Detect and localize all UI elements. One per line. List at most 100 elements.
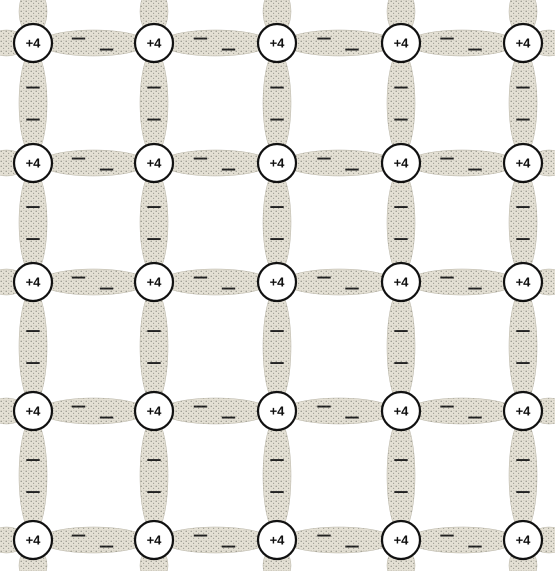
valence-electron-minus: — (317, 149, 332, 167)
silicon-atom: +4 (382, 521, 420, 559)
silicon-atom: +4 (258, 521, 296, 559)
covalent-bond-vertical (263, 170, 291, 275)
silicon-atom: +4 (14, 144, 52, 182)
silicon-atom: +4 (258, 24, 296, 62)
atom-charge-label: +4 (26, 274, 42, 289)
valence-electron-minus: — (270, 110, 285, 128)
valence-electron-minus: — (221, 279, 236, 297)
valence-electron-minus: — (270, 450, 285, 468)
valence-electron-minus: — (193, 397, 208, 415)
covalent-bond-vertical (19, 170, 47, 275)
covalent-bond-horizontal (408, 150, 516, 176)
covalent-bond-vertical (19, 289, 47, 404)
atom-charge-label: +4 (394, 532, 410, 547)
covalent-bond-vertical (387, 170, 415, 275)
valence-electron-minus: — (99, 537, 114, 555)
valence-electron-minus: — (270, 353, 285, 371)
silicon-atom: +4 (135, 144, 173, 182)
valence-electron-minus: — (147, 229, 162, 247)
covalent-bond-horizontal (40, 269, 147, 295)
valence-electron-minus: — (193, 149, 208, 167)
valence-electron-minus: — (221, 160, 236, 178)
covalent-bond-vertical (140, 50, 168, 156)
valence-electron-minus: — (394, 450, 409, 468)
valence-electron-minus: — (221, 537, 236, 555)
valence-electron-minus: — (99, 40, 114, 58)
covalent-bond-horizontal (408, 30, 516, 56)
valence-electron-minus: — (26, 78, 41, 96)
atom-charge-label: +4 (270, 35, 286, 50)
valence-electron-minus: — (516, 321, 531, 339)
atom-charge-label: +4 (147, 274, 163, 289)
silicon-atom: +4 (135, 24, 173, 62)
valence-electron-minus: — (516, 197, 531, 215)
covalent-bond-horizontal (161, 30, 270, 56)
valence-electron-minus: — (147, 482, 162, 500)
valence-electron-minus: — (26, 482, 41, 500)
valence-electron-minus: — (345, 537, 360, 555)
valence-electron-minus: — (345, 408, 360, 426)
atom-charge-label: +4 (26, 35, 42, 50)
valence-electron-minus: — (440, 149, 455, 167)
covalent-bond-horizontal (40, 527, 147, 553)
covalent-bond-horizontal (284, 150, 394, 176)
valence-electron-minus: — (99, 279, 114, 297)
valence-electron-minus: — (26, 450, 41, 468)
valence-electron-minus: — (468, 40, 483, 58)
covalent-bond-horizontal (161, 150, 270, 176)
covalent-bond-vertical (140, 289, 168, 404)
atom-charge-label: +4 (26, 155, 42, 170)
silicon-atom: +4 (135, 521, 173, 559)
valence-electron-minus: — (394, 321, 409, 339)
silicon-atom: +4 (504, 144, 542, 182)
valence-electron-minus: — (468, 279, 483, 297)
silicon-atom: +4 (258, 144, 296, 182)
valence-electron-minus: — (26, 110, 41, 128)
valence-electron-minus: — (221, 408, 236, 426)
atom-charge-label: +4 (26, 532, 42, 547)
silicon-atom: +4 (258, 392, 296, 430)
covalent-bond-horizontal (284, 30, 394, 56)
covalent-bond-vertical (509, 50, 537, 156)
covalent-bond-vertical (140, 170, 168, 275)
covalent-bond-horizontal (284, 527, 394, 553)
valence-electron-minus: — (270, 229, 285, 247)
valence-electron-minus: — (71, 526, 86, 544)
atom-charge-label: +4 (26, 403, 42, 418)
silicon-atom: +4 (504, 521, 542, 559)
silicon-atom: +4 (14, 24, 52, 62)
atom-charge-label: +4 (516, 35, 532, 50)
valence-electron-minus: — (71, 397, 86, 415)
valence-electron-minus: — (440, 526, 455, 544)
atom-charge-label: +4 (394, 274, 410, 289)
valence-electron-minus: — (147, 197, 162, 215)
covalent-bond-vertical (263, 418, 291, 533)
valence-electron-minus: — (516, 353, 531, 371)
valence-electron-minus: — (270, 197, 285, 215)
silicon-atom: +4 (382, 263, 420, 301)
silicon-atom: +4 (382, 24, 420, 62)
covalent-bond-vertical (140, 418, 168, 533)
atom-charge-label: +4 (147, 35, 163, 50)
silicon-atom: +4 (382, 144, 420, 182)
valence-electron-minus: — (270, 78, 285, 96)
atom-charge-label: +4 (147, 532, 163, 547)
valence-electron-minus: — (193, 526, 208, 544)
valence-electron-minus: — (71, 268, 86, 286)
valence-electron-minus: — (317, 29, 332, 47)
silicon-atom: +4 (504, 392, 542, 430)
valence-electron-minus: — (394, 110, 409, 128)
covalent-bond-horizontal (40, 150, 147, 176)
valence-electron-minus: — (516, 229, 531, 247)
valence-electron-minus: — (317, 268, 332, 286)
valence-electron-minus: — (394, 229, 409, 247)
valence-electron-minus: — (147, 321, 162, 339)
valence-electron-minus: — (345, 160, 360, 178)
valence-electron-minus: — (71, 29, 86, 47)
valence-electron-minus: — (99, 160, 114, 178)
covalent-bond-vertical (263, 50, 291, 156)
covalent-bond-vertical (509, 289, 537, 404)
silicon-atom: +4 (14, 521, 52, 559)
valence-electron-minus: — (394, 353, 409, 371)
covalent-bond-horizontal (284, 269, 394, 295)
